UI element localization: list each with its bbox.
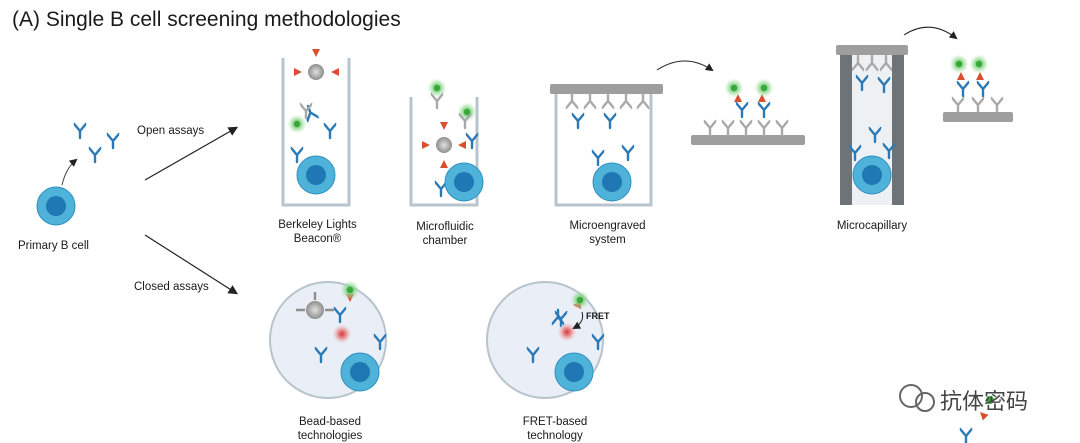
bead-label-line2: technologies [297, 430, 363, 442]
fret-label-line1: FRET-based [522, 416, 588, 428]
microfluidic-label-line2: chamber [422, 235, 468, 247]
microfluidic-chamber [409, 79, 484, 207]
microengraved-system [550, 60, 805, 207]
microfluidic-chamber-label: Microfluidic chamber [405, 220, 485, 248]
microengraved-label-line1: Microengraved [569, 220, 646, 232]
microfluidic-label-line1: Microfluidic [416, 221, 474, 233]
open-assays-arrow [144, 126, 239, 181]
bead-based-droplet [269, 281, 388, 399]
bead-based-label: Bead-based technologies [290, 415, 370, 443]
bead-label-line1: Bead-based [298, 416, 362, 428]
fret-based-label: FRET-based technology [515, 415, 595, 443]
berkeley-lights-label-line1: Berkeley Lights [278, 219, 357, 231]
berkeley-lights-label-line2: Beacon® [293, 233, 342, 245]
open-assays-label: Open assays [137, 125, 205, 137]
primary-b-cell [36, 186, 76, 226]
watermark-text: 抗体密码 [940, 389, 1029, 414]
fret-label-line2: technology [527, 430, 583, 442]
berkeley-lights-well [281, 49, 351, 207]
fret-tag-label: FRET [586, 311, 610, 321]
figure-title: (A) Single B cell screening methodologie… [12, 8, 401, 31]
microengraved-label-line2: system [589, 234, 626, 246]
primary-b-cell-label: Primary B cell [18, 240, 89, 252]
secreted-antibodies [72, 121, 121, 164]
microcapillary [836, 26, 1013, 205]
berkeley-lights-label: Berkeley Lights Beacon® [270, 218, 365, 246]
microcapillary-label: Microcapillary [836, 220, 908, 232]
microengraved-system-label: Microengraved system [560, 219, 655, 247]
secretion-arrow [61, 158, 78, 186]
fret-based-droplet [486, 281, 606, 399]
closed-assays-arrow [144, 234, 239, 295]
closed-assays-label: Closed assays [134, 281, 209, 293]
watermark-logo-icon [899, 384, 994, 443]
